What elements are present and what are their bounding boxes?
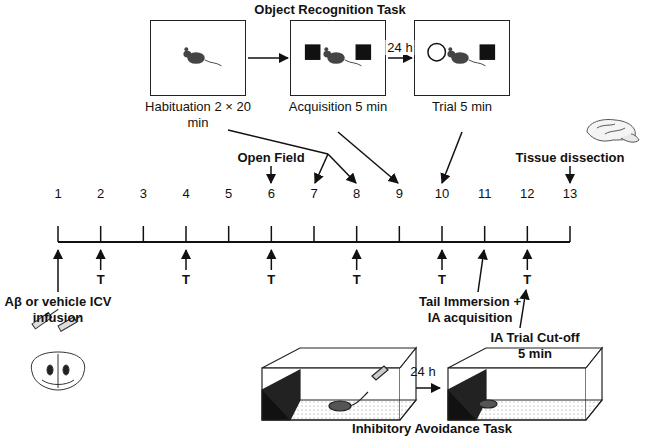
diagram-label: 13 bbox=[558, 186, 582, 202]
diagram-label: 12 bbox=[515, 186, 539, 202]
diagram-label: T bbox=[178, 272, 194, 288]
panel-label: Acquisition 5 min bbox=[283, 99, 393, 115]
diagram-label: Open Field bbox=[226, 150, 316, 166]
arena-illustration bbox=[151, 21, 245, 95]
diagram-label: Aβ or vehicle ICV infusion bbox=[3, 294, 113, 326]
arena-panel: Trial 5 min bbox=[414, 20, 510, 96]
arena-illustration bbox=[291, 21, 385, 95]
diagram-label: 8 bbox=[345, 186, 369, 202]
diagram-label: T bbox=[434, 272, 450, 288]
diagram-label: 9 bbox=[387, 186, 411, 202]
diagram-label: 2 bbox=[89, 186, 113, 202]
flow-arrow bbox=[388, 57, 412, 59]
diagram-label: 5 bbox=[217, 186, 241, 202]
diagram-label: T bbox=[519, 272, 535, 288]
arena-illustration bbox=[415, 21, 509, 95]
edge-label: 24 h bbox=[385, 40, 414, 55]
diagram-label: 11 bbox=[473, 186, 497, 202]
diagram-label: 10 bbox=[430, 186, 454, 202]
diagram-label: 4 bbox=[174, 186, 198, 202]
diagram-label: Tissue dissection bbox=[505, 150, 635, 166]
diagram-label: 1 bbox=[46, 186, 70, 202]
diagram-label: 3 bbox=[131, 186, 155, 202]
panel-label: Trial 5 min bbox=[407, 99, 517, 115]
diagram-label: T bbox=[349, 272, 365, 288]
diagram-label: IA Trial Cut-off 5 min bbox=[487, 330, 583, 362]
diagram-label: 24 h bbox=[403, 364, 443, 380]
diagram-label: T bbox=[263, 272, 279, 288]
panel-label: Habituation 2 × 20 min bbox=[143, 99, 253, 131]
arena-panel: Habituation 2 × 20 min bbox=[150, 20, 246, 96]
arena-panel: Acquisition 5 min bbox=[290, 20, 386, 96]
diagram-label: 7 bbox=[302, 186, 326, 202]
diagram-label: T bbox=[93, 272, 109, 288]
diagram-label: Tail Immersion + IA acquisition bbox=[412, 294, 528, 326]
diagram-label: Inhibitory Avoidance Task bbox=[322, 421, 542, 436]
diagram-label: 6 bbox=[259, 186, 283, 202]
diagram-label: Object Recognition Task bbox=[220, 2, 440, 18]
flow-arrow bbox=[248, 57, 288, 59]
